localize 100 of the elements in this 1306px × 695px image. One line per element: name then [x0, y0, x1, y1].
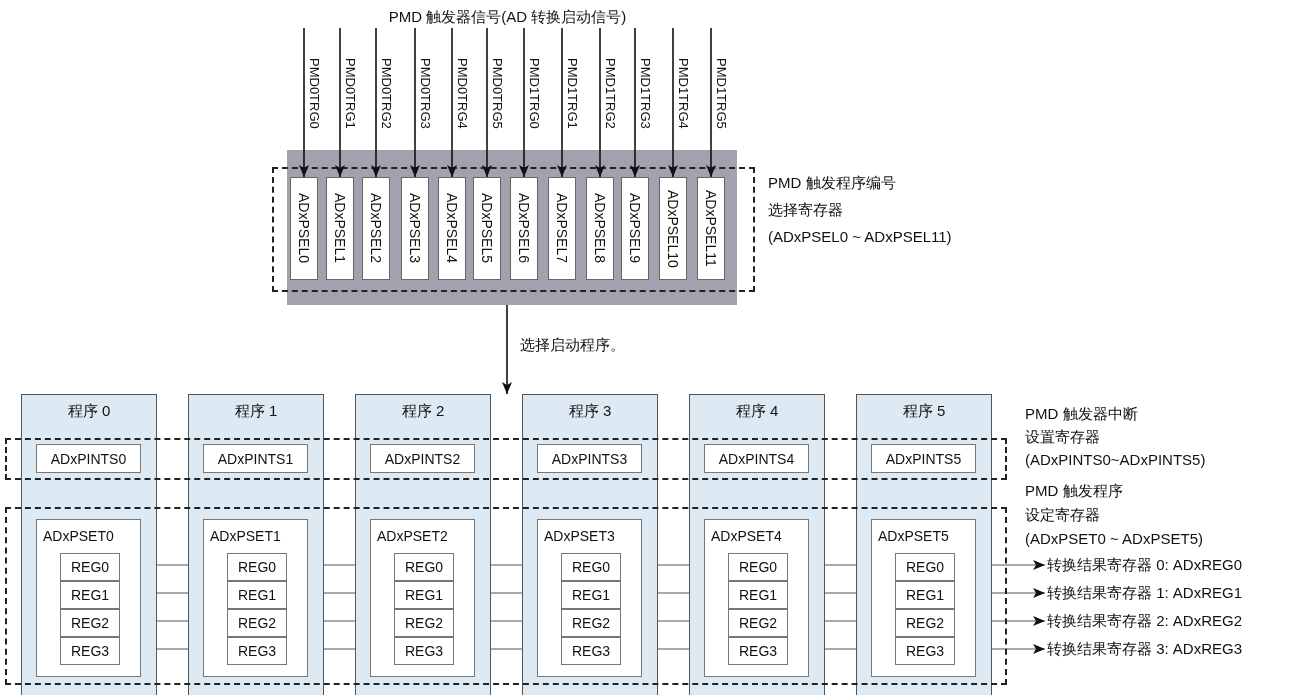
connector-line [657, 564, 690, 566]
register-row: REG1 [895, 581, 955, 609]
register-label: 转换结果寄存器 1: ADxREG1 [1047, 583, 1302, 603]
connector-line [156, 592, 189, 594]
column-heading: 程序 0 [66, 402, 112, 421]
arrow [482, 27, 492, 178]
arrow [502, 304, 512, 395]
connector-line [156, 564, 189, 566]
edge-label: PMD1TRG2 [604, 58, 617, 129]
edge-label: 选择启动程序。 [520, 336, 625, 355]
connector-line [490, 592, 523, 594]
register-box: ADxPSEL0 [290, 177, 318, 280]
connector-line [490, 648, 523, 650]
register-group-box [203, 519, 308, 677]
register-box: ADxPSEL6 [510, 177, 538, 280]
register-row: REG2 [561, 609, 621, 637]
arrow [706, 27, 716, 178]
register-box: ADxPSEL2 [362, 177, 390, 280]
register-row: REG2 [895, 609, 955, 637]
register-group-box [370, 519, 475, 677]
register-group-box [871, 519, 976, 677]
register-name: ADxPSET4 [711, 528, 782, 544]
edge-label: PMD0TRG0 [308, 58, 321, 129]
register-name: ADxPSET0 [43, 528, 114, 544]
program-column [21, 394, 157, 695]
edge-label: PMD1TRG1 [566, 58, 579, 129]
connector-line [657, 592, 690, 594]
register-box: ADxPINTS4 [704, 444, 809, 473]
arrow [519, 27, 529, 178]
arrow [668, 27, 678, 178]
register-row: REG1 [227, 581, 287, 609]
register-label: 转换结果寄存器 0: ADxREG0 [1047, 555, 1302, 575]
register-box: ADxPSEL7 [548, 177, 576, 280]
connector-line [991, 616, 1046, 626]
edge-label: PMD0TRG5 [491, 58, 504, 129]
register-row: REG1 [394, 581, 454, 609]
register-row: REG0 [561, 553, 621, 581]
group-description: PMD 触发程序设定寄存器 (ADxPSET0 ~ ADxPSET5) [1025, 481, 1203, 549]
register-box: ADxPSEL11 [697, 177, 725, 280]
register-row: REG2 [227, 609, 287, 637]
register-row: REG0 [728, 553, 788, 581]
connector-line [490, 620, 523, 622]
register-row: REG1 [561, 581, 621, 609]
register-box: ADxPINTS1 [203, 444, 308, 473]
connector-line [657, 620, 690, 622]
column-heading: 程序 5 [901, 402, 947, 421]
edge-label: PMD1TRG4 [677, 58, 690, 129]
arrow [557, 27, 567, 178]
column-heading: 程序 2 [400, 402, 446, 421]
arrow [630, 27, 640, 178]
program-column [188, 394, 324, 695]
signal-title: PMD 触发器信号(AD 转换启动信号) [290, 6, 725, 28]
register-row: REG0 [895, 553, 955, 581]
edge-label: PMD1TRG5 [715, 58, 728, 129]
register-panel [287, 150, 737, 305]
connector-line [323, 648, 356, 650]
register-row: REG0 [60, 553, 120, 581]
register-label: 转换结果寄存器 2: ADxREG2 [1047, 611, 1302, 631]
register-row: REG2 [728, 609, 788, 637]
connector-line [824, 592, 857, 594]
edge-label: PMD0TRG1 [344, 58, 357, 129]
column-heading: 程序 1 [233, 402, 279, 421]
connector-line [490, 564, 523, 566]
program-column [856, 394, 992, 695]
register-row: REG3 [394, 637, 454, 665]
edge-label: PMD0TRG3 [419, 58, 432, 129]
edge-label: PMD1TRG0 [528, 58, 541, 129]
register-name: ADxPSET5 [878, 528, 949, 544]
register-row: REG1 [60, 581, 120, 609]
edge-label: PMD0TRG4 [456, 58, 469, 129]
connector-line [156, 620, 189, 622]
register-box: ADxPSEL9 [621, 177, 649, 280]
program-column [522, 394, 658, 695]
edge-label: PMD1TRG3 [639, 58, 652, 129]
register-row: REG3 [227, 637, 287, 665]
register-box: ADxPINTS0 [36, 444, 141, 473]
register-row: REG0 [227, 553, 287, 581]
column-heading: 程序 4 [734, 402, 780, 421]
register-box: ADxPSEL1 [326, 177, 354, 280]
register-row: REG3 [728, 637, 788, 665]
arrow [595, 27, 605, 178]
register-name: ADxPSET3 [544, 528, 615, 544]
arrow [410, 27, 420, 178]
register-box: ADxPINTS5 [871, 444, 976, 473]
register-group-box [36, 519, 141, 677]
register-box: ADxPSEL4 [438, 177, 466, 280]
register-name: ADxPSET2 [377, 528, 448, 544]
register-box: ADxPSEL8 [586, 177, 614, 280]
register-name: ADxPSET1 [210, 528, 281, 544]
register-box: ADxPSEL3 [401, 177, 429, 280]
column-heading: 程序 3 [567, 402, 613, 421]
group-description: PMD 触发器中断设置寄存器 (ADxPINTS0~ADxPINTS5) [1025, 404, 1206, 470]
register-row: REG0 [394, 553, 454, 581]
arrow [335, 27, 345, 178]
register-row: REG1 [728, 581, 788, 609]
connector-line [824, 648, 857, 650]
connector-line [323, 620, 356, 622]
connector-line [824, 564, 857, 566]
register-row: REG3 [561, 637, 621, 665]
arrow [371, 27, 381, 178]
